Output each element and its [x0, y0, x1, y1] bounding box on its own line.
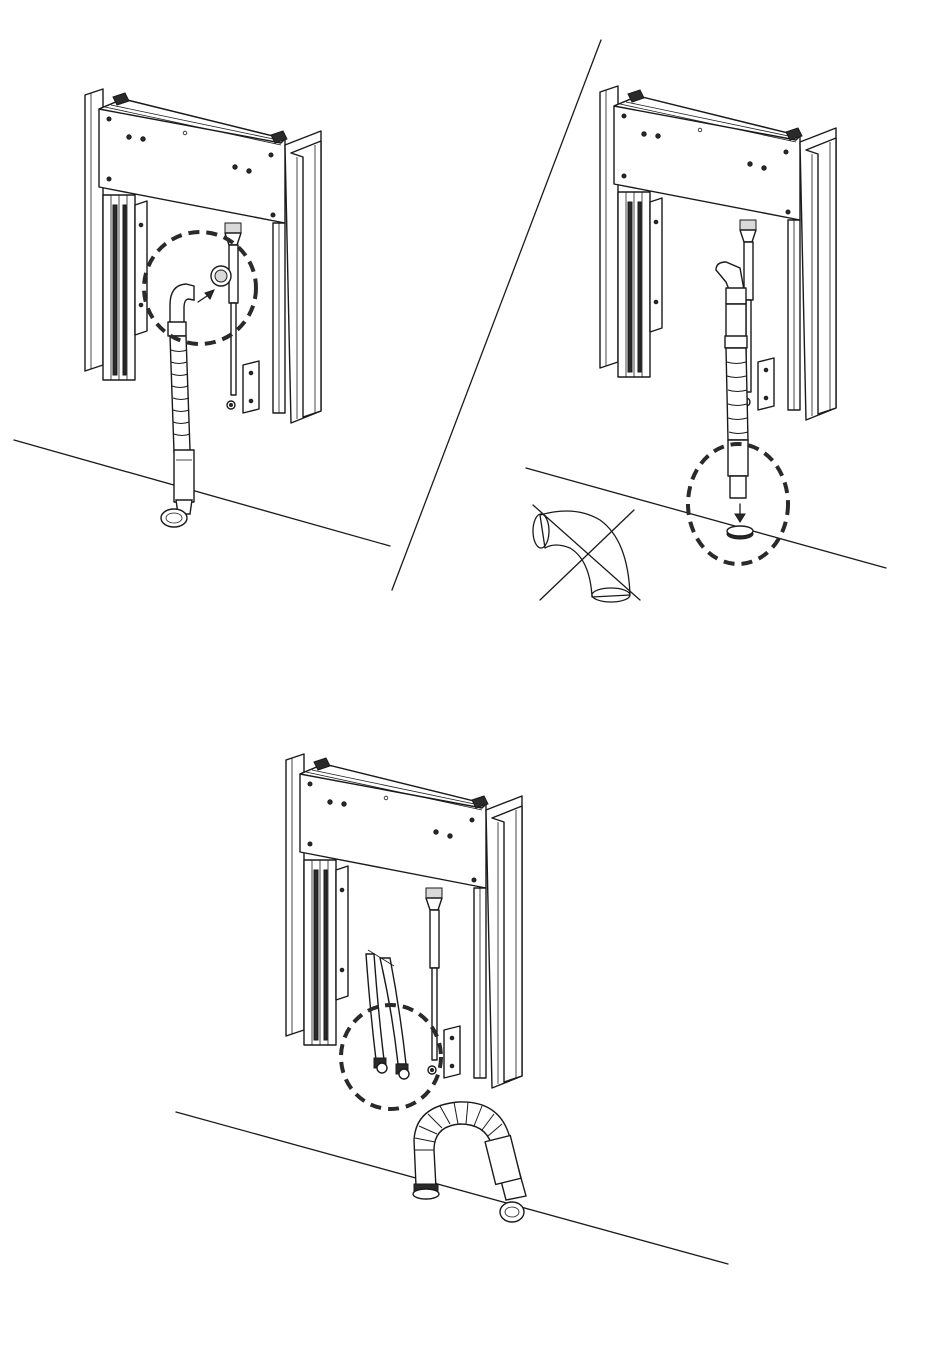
floor-cap-2	[727, 526, 753, 539]
short-hoses-3	[366, 950, 409, 1079]
wall-frame-unit-2	[600, 86, 836, 420]
floor-line-1	[14, 440, 390, 546]
step-2-panel	[526, 86, 886, 602]
crossed-out-elbow-icon	[533, 505, 640, 602]
step-3-panel	[176, 754, 728, 1264]
arrow-icon	[198, 290, 214, 302]
dashed-highlight-circle	[341, 1005, 441, 1109]
dashed-highlight-circle	[144, 232, 256, 344]
elbow-hose-1	[161, 284, 194, 527]
vertical-hose-2	[716, 262, 748, 498]
floor-line-2	[526, 468, 886, 568]
floor-line-3	[176, 1112, 728, 1264]
arched-hose-3	[413, 1102, 526, 1222]
arrow-icon	[735, 504, 745, 522]
outlet-ring-1	[211, 266, 231, 286]
wall-frame-unit-1	[85, 89, 321, 423]
panel-divider-line	[392, 40, 601, 590]
step-1-panel	[14, 89, 390, 546]
wall-frame-unit-3	[286, 754, 522, 1088]
